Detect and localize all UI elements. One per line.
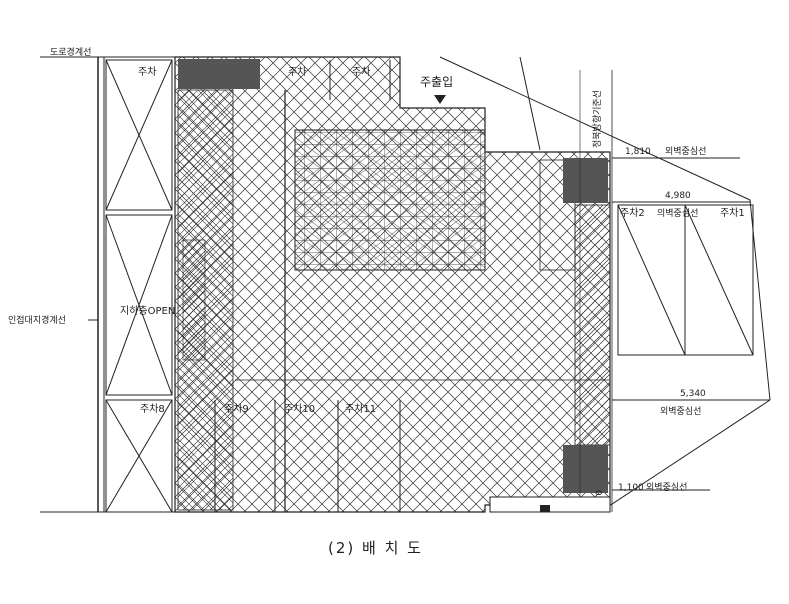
right-parking: 주차2 의벽중심선 주차1 [617,204,754,356]
dim-5340: 5,340 [680,389,706,399]
north-reference-label: 정북방향기준선 [591,90,603,148]
dim-4980: 4,980 [665,191,691,201]
dim-1100: 1,100 [618,483,644,493]
main-entrance: 주출입 [420,75,453,104]
dim-1100-label: 외벽중심선 [646,481,687,493]
bottom-parking: 주차8 주차9 주차10 주차11 [140,400,401,512]
dim-5340-label: 외벽중심선 [660,405,701,417]
building-footprint [174,56,611,513]
right-wall-center: 의벽중심선 [657,208,698,219]
parking-2: 주차2 [620,207,645,219]
dim-1810: 1,810 [625,147,651,157]
dim-1810-label: 외벽중심선 [665,145,706,157]
parking-top-2: 주차 [352,66,370,78]
road-boundary-label: 도로경계선 [50,46,91,58]
parking-10: 주차10 [284,403,315,415]
open-label: 지하층OPEN [120,304,175,317]
basement-open-void [105,59,173,513]
boundary-label: 인접대지경계선 [8,314,66,326]
entrance-label: 주출입 [420,75,453,89]
parking-9: 주차9 [224,403,249,415]
core-blocks [178,59,608,493]
dimensions: 1,810 외벽중심선 4,980 5,340 외벽중심선 1,100 외벽중심… [595,145,770,510]
parking-11: 주차11 [345,403,376,415]
parking-1: 주차1 [720,207,745,219]
adjacent-boundary: 인접대지경계선 지하층OPEN [8,304,175,326]
parking-top-1: 주차 [288,66,306,78]
site-boundary-lines: 정북방향기준선 [439,56,771,513]
parking-8: 주차8 [140,403,165,415]
entrance-arrow-icon [434,95,446,104]
parking-top-left: 주차 [138,66,156,78]
drawing-caption: (2) 배 치 도 [328,539,423,557]
